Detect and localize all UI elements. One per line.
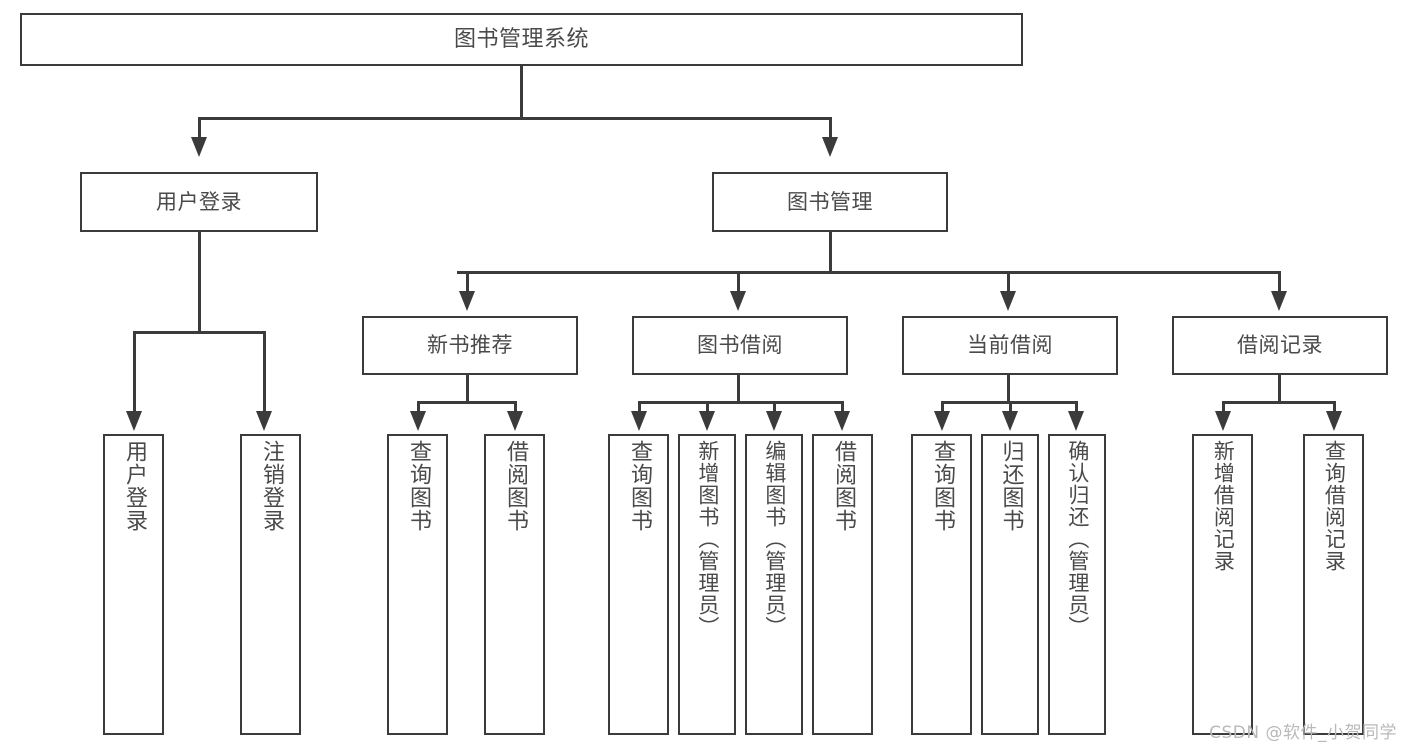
connector-book-borrow-drop-2 (706, 401, 709, 413)
connector-borrow-record-drop-2 (1333, 401, 1336, 413)
leaf-query-book-borrow[interactable]: 查询图书 (608, 434, 669, 735)
arrow-to-leaf-query-book-2 (631, 411, 647, 431)
arrow-to-leaf-query-record (1326, 411, 1342, 431)
connector-book-borrow-bar (638, 401, 843, 404)
leaf-confirm-return-admin[interactable]: 确认归还（管理员） (1048, 434, 1106, 735)
node-label: 新增图书（管理员） (695, 440, 720, 638)
arrow-to-current-borrow (1000, 291, 1016, 311)
leaf-query-borrow-record[interactable]: 查询借阅记录 (1303, 434, 1364, 735)
arrow-to-leaf-edit-book (766, 411, 782, 431)
node-label: 确认归还（管理员） (1065, 440, 1090, 638)
connector-new-book-drop-1 (417, 401, 420, 413)
node-label: 用户登录 (121, 440, 147, 532)
csdn-watermark: CSDN @软件_小贺同学 (1209, 723, 1397, 743)
arrow-to-leaf-logout (256, 411, 272, 431)
leaf-add-borrow-record[interactable]: 新增借阅记录 (1192, 434, 1253, 735)
node-label: 查询图书 (626, 440, 652, 532)
node-user-login[interactable]: 用户登录 (80, 172, 318, 232)
connector-level2-bar (198, 117, 832, 120)
connector-current-borrow-drop-3 (1075, 401, 1078, 413)
node-label: 新增借阅记录 (1211, 440, 1236, 572)
arrow-to-borrow-record (1271, 291, 1287, 311)
node-label: 当前借阅 (967, 333, 1053, 358)
node-label: 归还图书 (998, 440, 1024, 532)
node-label: 借阅记录 (1237, 333, 1323, 358)
node-label: 图书借阅 (697, 333, 783, 358)
node-label: 注销登录 (258, 440, 284, 532)
arrow-to-leaf-user-login (126, 411, 142, 431)
connector-level3-drop-1 (466, 271, 469, 293)
connector-current-borrow-stem (1007, 375, 1010, 403)
connector-borrow-record-drop-1 (1222, 401, 1225, 413)
leaf-borrow-book-recommend[interactable]: 借阅图书 (484, 434, 545, 735)
arrow-to-leaf-add-book (699, 411, 715, 431)
connector-user-login-bar (133, 331, 265, 334)
node-label: 用户登录 (156, 189, 242, 214)
node-book-borrow[interactable]: 图书借阅 (632, 316, 848, 375)
node-book-management[interactable]: 图书管理 (712, 172, 948, 232)
connector-user-login-drop-2 (263, 331, 266, 413)
node-label: 图书管理 (787, 189, 873, 214)
connector-borrow-record-bar (1222, 401, 1336, 404)
connector-new-book-drop-2 (514, 401, 517, 413)
connector-book-borrow-drop-4 (841, 401, 844, 413)
connector-root-stem (520, 66, 523, 119)
connector-borrow-record-stem (1278, 375, 1281, 403)
arrow-to-leaf-query-book-1 (410, 411, 426, 431)
leaf-logout[interactable]: 注销登录 (240, 434, 301, 735)
connector-level2-drop-right (829, 117, 832, 139)
arrow-to-leaf-return-book (1002, 411, 1018, 431)
node-label: 借阅图书 (830, 440, 856, 532)
connector-current-borrow-drop-2 (1009, 401, 1012, 413)
leaf-return-book[interactable]: 归还图书 (981, 434, 1039, 735)
node-root-book-management-system[interactable]: 图书管理系统 (20, 13, 1023, 66)
arrow-to-user-login (191, 137, 207, 157)
connector-level3-drop-3 (1007, 271, 1010, 293)
leaf-borrow-book[interactable]: 借阅图书 (812, 434, 873, 735)
arrow-to-book-management (822, 137, 838, 157)
connector-level3-drop-2 (737, 271, 740, 293)
connector-level2-drop-left (198, 117, 201, 139)
arrow-to-new-book-recommend (459, 291, 475, 311)
connector-user-login-drop-1 (133, 331, 136, 413)
node-label: 编辑图书（管理员） (762, 440, 787, 638)
leaf-query-book-current[interactable]: 查询图书 (911, 434, 972, 735)
connector-book-management-stem (829, 232, 832, 273)
arrow-to-book-borrow (730, 291, 746, 311)
connector-book-borrow-stem (737, 375, 740, 403)
node-label: 查询借阅记录 (1322, 440, 1347, 572)
arrow-to-leaf-borrow-book-1 (507, 411, 523, 431)
leaf-user-login[interactable]: 用户登录 (103, 434, 164, 735)
leaf-edit-book-admin[interactable]: 编辑图书（管理员） (745, 434, 803, 735)
connector-user-login-stem (198, 232, 201, 334)
arrow-to-leaf-add-record (1215, 411, 1231, 431)
leaf-query-book-recommend[interactable]: 查询图书 (387, 434, 448, 735)
connector-book-borrow-drop-1 (638, 401, 641, 413)
node-borrow-record[interactable]: 借阅记录 (1172, 316, 1388, 375)
connector-level3-bar (457, 271, 1281, 274)
node-label: 借阅图书 (502, 440, 528, 532)
arrow-to-leaf-query-book-3 (934, 411, 950, 431)
arrow-to-leaf-borrow-book-2 (834, 411, 850, 431)
connector-book-borrow-drop-3 (773, 401, 776, 413)
node-label: 查询图书 (405, 440, 431, 532)
arrow-to-leaf-confirm-return (1068, 411, 1084, 431)
connector-new-book-stem (466, 375, 469, 403)
connector-level3-drop-4 (1278, 271, 1281, 293)
node-current-borrow[interactable]: 当前借阅 (902, 316, 1118, 375)
node-label: 新书推荐 (427, 333, 513, 358)
leaf-add-book-admin[interactable]: 新增图书（管理员） (678, 434, 736, 735)
node-label: 查询图书 (929, 440, 955, 532)
connector-new-book-bar (417, 401, 517, 404)
node-new-book-recommend[interactable]: 新书推荐 (362, 316, 578, 375)
node-label: 图书管理系统 (453, 26, 589, 52)
connector-current-borrow-drop-1 (941, 401, 944, 413)
